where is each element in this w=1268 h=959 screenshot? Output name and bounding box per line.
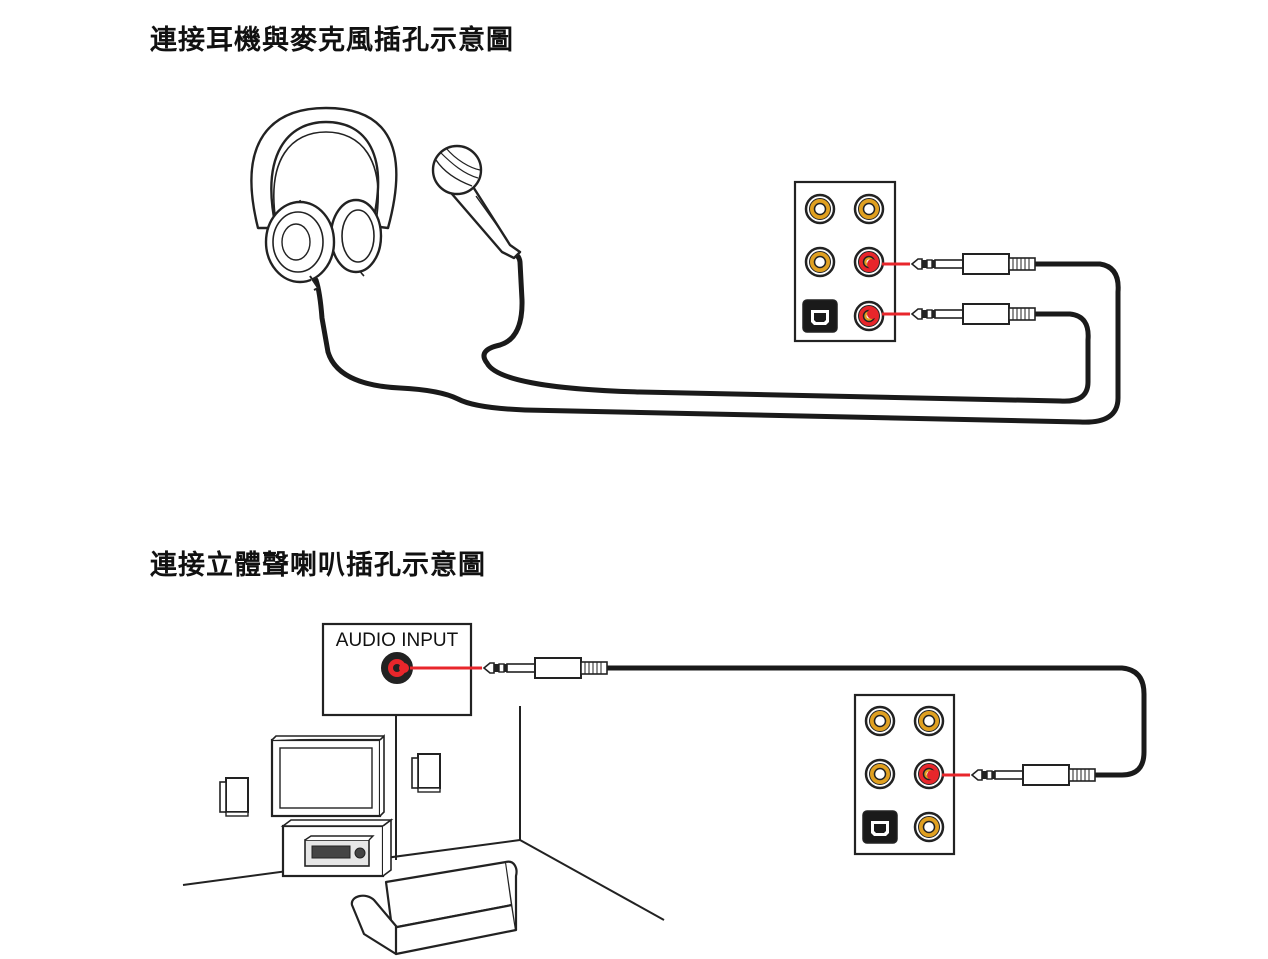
center-sub-jack-2 [864,758,896,790]
arrow-to-microphone-jack [867,309,910,319]
microphone-icon [431,144,522,260]
arrow-to-audio-input [399,663,482,673]
headphones-icon [250,106,398,291]
line-in-jack-1 [804,193,836,225]
rear-speaker-jack-1 [853,193,885,225]
speakers-section-title: 連接立體聲喇叭插孔示意圖 [150,550,486,581]
speaker-cable [602,665,1147,778]
audio-jack-panel-2 [853,693,956,856]
arrow-to-headphone-jack [867,259,910,269]
audio-input-label: AUDIO INPUT [336,630,459,651]
microphone-cable [481,251,1091,404]
speaker-plug [971,764,1096,786]
right-speaker-icon [411,753,441,793]
rear-speaker-jack-2 [913,705,945,737]
headphones-section-title: 連接耳機與麥克風插孔示意圖 [150,25,514,56]
left-speaker-icon [219,777,249,817]
audio-input-plug [483,657,608,679]
optical-spdif-port-1 [802,299,838,333]
headphones-plug [911,253,1036,275]
center-sub-jack-1 [804,246,836,278]
mic-in-jack-2 [913,811,945,843]
arrow-to-line-out-jack [927,770,970,780]
microphone-plug [911,303,1036,325]
audio-jack-panel-1 [793,180,897,343]
headphones-cable [313,261,1121,425]
sofa-icon [350,860,518,956]
optical-spdif-port-2 [862,810,898,844]
tv-cabinet-icon [280,818,394,878]
television-icon [270,734,385,818]
line-in-jack-2 [864,705,896,737]
